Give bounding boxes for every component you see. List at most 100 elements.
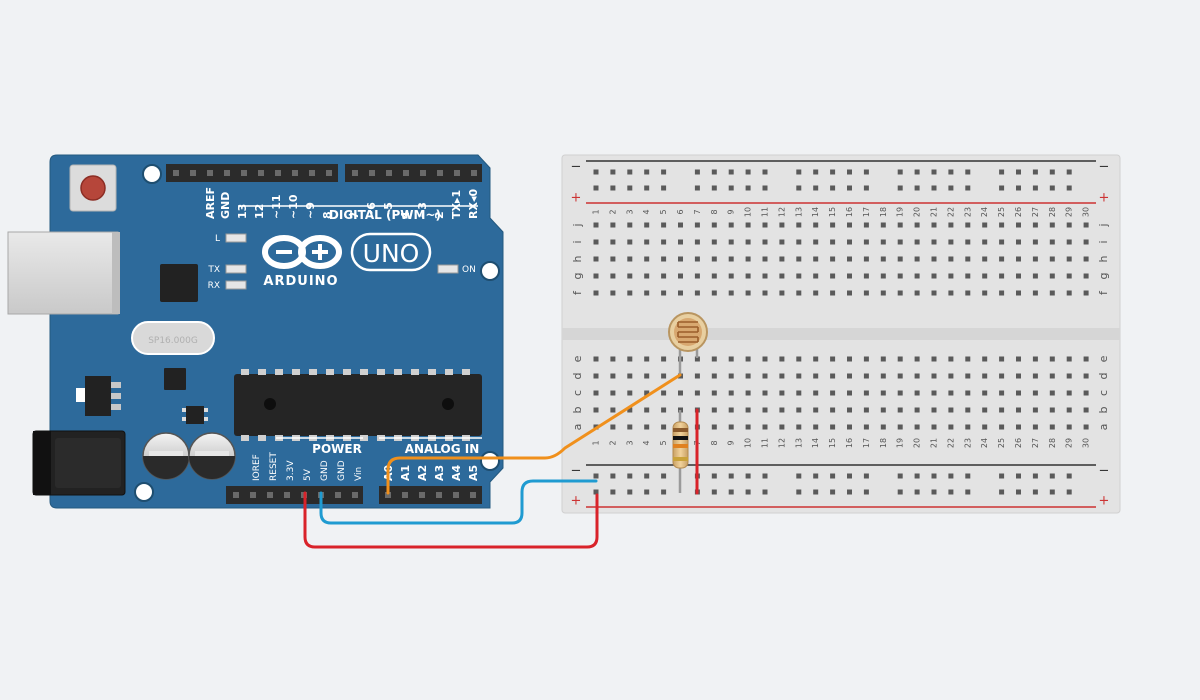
terminal-hole[interactable] bbox=[745, 356, 751, 362]
rail-hole[interactable] bbox=[745, 473, 751, 479]
header-pin-hole[interactable] bbox=[470, 492, 476, 498]
rail-hole[interactable] bbox=[627, 473, 633, 479]
rail-hole[interactable] bbox=[931, 489, 937, 495]
header-pin-hole[interactable] bbox=[250, 492, 256, 498]
rail-hole[interactable] bbox=[914, 473, 920, 479]
rail-hole[interactable] bbox=[1066, 489, 1072, 495]
header-pin-hole[interactable] bbox=[233, 492, 239, 498]
terminal-hole[interactable] bbox=[627, 407, 633, 413]
rail-hole[interactable] bbox=[914, 489, 920, 495]
rail-hole[interactable] bbox=[1032, 489, 1038, 495]
terminal-hole[interactable] bbox=[880, 273, 886, 279]
terminal-hole[interactable] bbox=[627, 239, 633, 245]
header-pin-hole[interactable] bbox=[224, 170, 230, 176]
terminal-hole[interactable] bbox=[711, 424, 717, 430]
terminal-hole[interactable] bbox=[1032, 407, 1038, 413]
rail-hole[interactable] bbox=[745, 169, 751, 175]
rail-hole[interactable] bbox=[999, 473, 1005, 479]
terminal-hole[interactable] bbox=[610, 239, 616, 245]
terminal-hole[interactable] bbox=[1049, 273, 1055, 279]
terminal-hole[interactable] bbox=[1032, 273, 1038, 279]
terminal-hole[interactable] bbox=[999, 222, 1005, 228]
rail-hole[interactable] bbox=[1032, 169, 1038, 175]
terminal-hole[interactable] bbox=[830, 222, 836, 228]
terminal-hole[interactable] bbox=[948, 356, 954, 362]
terminal-hole[interactable] bbox=[914, 273, 920, 279]
terminal-hole[interactable] bbox=[914, 256, 920, 262]
terminal-hole[interactable] bbox=[728, 222, 734, 228]
terminal-hole[interactable] bbox=[1049, 290, 1055, 296]
rail-hole[interactable] bbox=[644, 169, 650, 175]
terminal-hole[interactable] bbox=[948, 390, 954, 396]
terminal-hole[interactable] bbox=[1083, 222, 1089, 228]
terminal-hole[interactable] bbox=[830, 390, 836, 396]
terminal-hole[interactable] bbox=[931, 356, 937, 362]
terminal-hole[interactable] bbox=[627, 424, 633, 430]
terminal-hole[interactable] bbox=[627, 273, 633, 279]
terminal-hole[interactable] bbox=[762, 356, 768, 362]
terminal-hole[interactable] bbox=[762, 390, 768, 396]
terminal-hole[interactable] bbox=[847, 407, 852, 413]
terminal-hole[interactable] bbox=[813, 290, 819, 296]
terminal-hole[interactable] bbox=[847, 256, 852, 262]
header-pin-hole[interactable] bbox=[267, 492, 273, 498]
rail-hole[interactable] bbox=[1049, 489, 1055, 495]
terminal-hole[interactable] bbox=[965, 407, 971, 413]
terminal-hole[interactable] bbox=[948, 407, 954, 413]
rail-hole[interactable] bbox=[796, 169, 802, 175]
terminal-hole[interactable] bbox=[644, 290, 650, 296]
rail-hole[interactable] bbox=[1016, 185, 1021, 191]
terminal-hole[interactable] bbox=[880, 256, 886, 262]
terminal-hole[interactable] bbox=[847, 273, 852, 279]
terminal-hole[interactable] bbox=[863, 256, 869, 262]
header-pin-hole[interactable] bbox=[207, 170, 213, 176]
terminal-hole[interactable] bbox=[711, 239, 717, 245]
header-pin-hole[interactable] bbox=[385, 492, 391, 498]
terminal-hole[interactable] bbox=[931, 390, 937, 396]
rail-hole[interactable] bbox=[830, 185, 836, 191]
terminal-hole[interactable] bbox=[779, 407, 785, 413]
terminal-hole[interactable] bbox=[931, 256, 937, 262]
terminal-hole[interactable] bbox=[813, 407, 819, 413]
terminal-hole[interactable] bbox=[728, 373, 734, 379]
terminal-hole[interactable] bbox=[644, 256, 650, 262]
terminal-hole[interactable] bbox=[796, 239, 802, 245]
terminal-hole[interactable] bbox=[762, 290, 768, 296]
rail-hole[interactable] bbox=[813, 489, 819, 495]
terminal-hole[interactable] bbox=[897, 356, 903, 362]
terminal-hole[interactable] bbox=[610, 407, 616, 413]
terminal-hole[interactable] bbox=[728, 273, 734, 279]
terminal-hole[interactable] bbox=[948, 256, 954, 262]
terminal-hole[interactable] bbox=[762, 373, 768, 379]
terminal-hole[interactable] bbox=[627, 256, 633, 262]
terminal-hole[interactable] bbox=[897, 239, 903, 245]
terminal-hole[interactable] bbox=[661, 390, 667, 396]
terminal-hole[interactable] bbox=[914, 373, 920, 379]
rail-hole[interactable] bbox=[711, 473, 717, 479]
terminal-hole[interactable] bbox=[694, 390, 700, 396]
terminal-hole[interactable] bbox=[644, 424, 650, 430]
terminal-hole[interactable] bbox=[1083, 273, 1089, 279]
terminal-hole[interactable] bbox=[728, 424, 734, 430]
terminal-hole[interactable] bbox=[830, 373, 836, 379]
rail-hole[interactable] bbox=[897, 489, 903, 495]
rail-hole[interactable] bbox=[610, 473, 616, 479]
terminal-hole[interactable] bbox=[1016, 390, 1021, 396]
terminal-hole[interactable] bbox=[999, 390, 1005, 396]
terminal-hole[interactable] bbox=[1083, 239, 1089, 245]
rail-hole[interactable] bbox=[644, 473, 650, 479]
terminal-hole[interactable] bbox=[711, 373, 717, 379]
terminal-hole[interactable] bbox=[965, 356, 971, 362]
rail-hole[interactable] bbox=[863, 473, 869, 479]
rail-hole[interactable] bbox=[1032, 185, 1038, 191]
terminal-hole[interactable] bbox=[694, 273, 700, 279]
rail-hole[interactable] bbox=[728, 489, 734, 495]
terminal-hole[interactable] bbox=[880, 424, 886, 430]
header-pin-hole[interactable] bbox=[284, 492, 290, 498]
terminal-hole[interactable] bbox=[914, 222, 920, 228]
rail-hole[interactable] bbox=[745, 489, 751, 495]
breadboard[interactable]: 1122334455667788991010111112121313141415… bbox=[561, 154, 1121, 514]
rail-hole[interactable] bbox=[813, 169, 819, 175]
terminal-hole[interactable] bbox=[847, 290, 852, 296]
terminal-hole[interactable] bbox=[1016, 407, 1021, 413]
